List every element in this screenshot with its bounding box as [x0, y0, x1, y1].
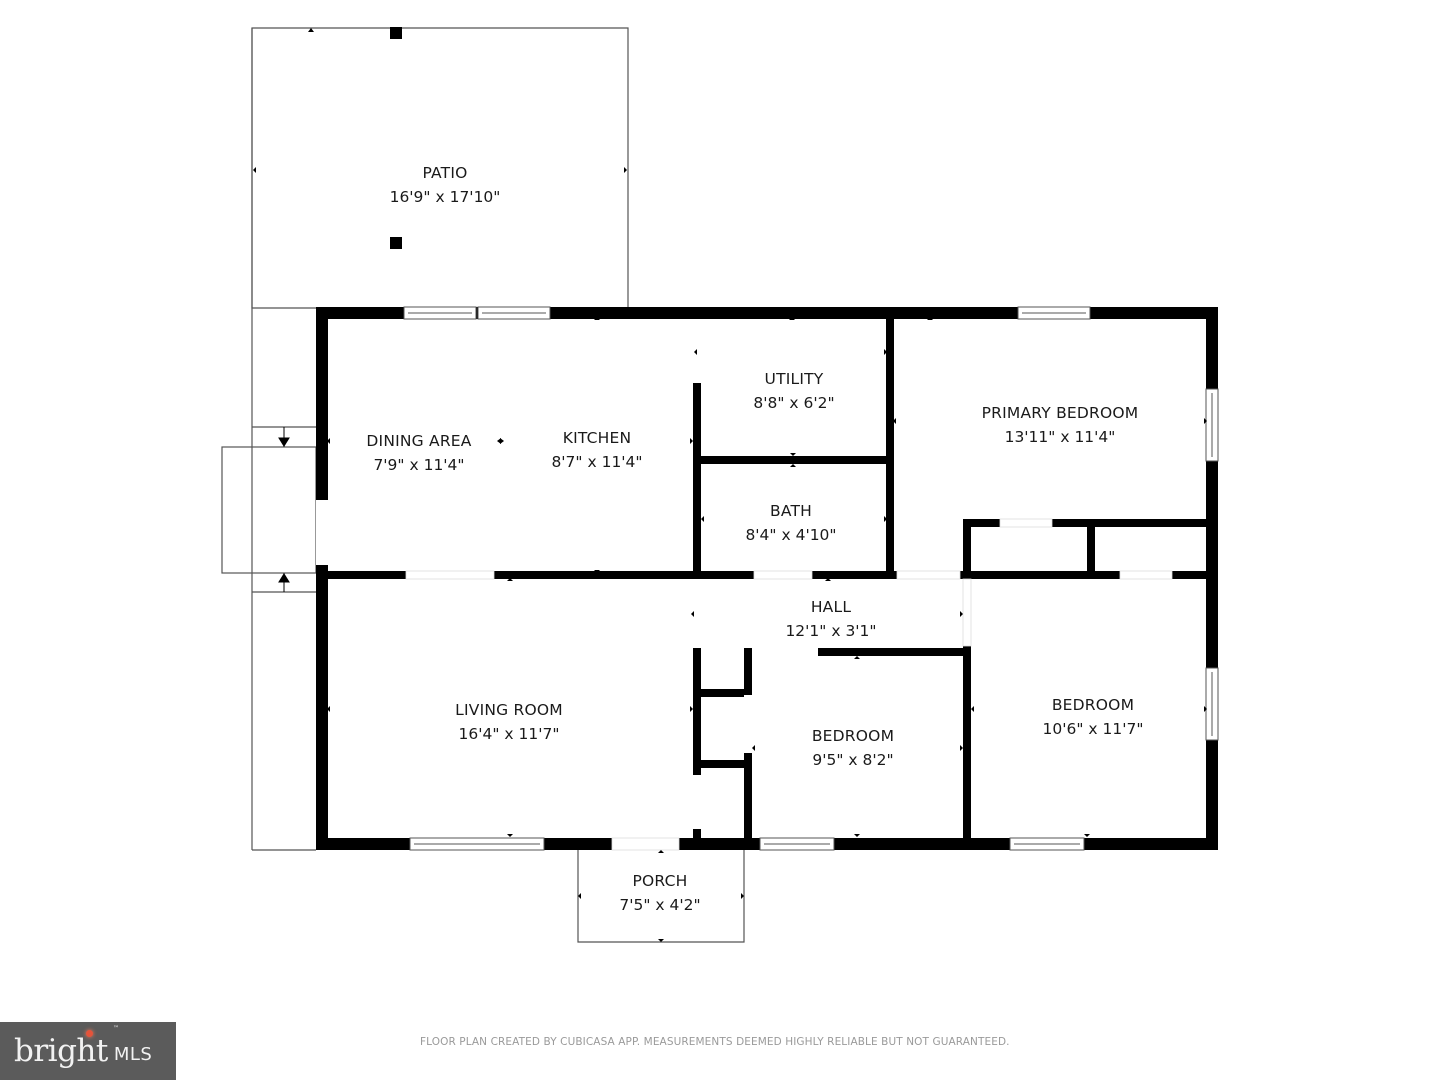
room-label-primary-bedroom: PRIMARY BEDROOM 13'11" x 11'4" [982, 401, 1139, 449]
room-label-bedroom-right: BEDROOM 10'6" x 11'7" [1043, 693, 1144, 741]
room-label-porch: PORCH 7'5" x 4'2" [619, 869, 700, 917]
logo-suffix-text: MLS [113, 1043, 153, 1065]
room-label-hall: HALL 12'1" x 3'1" [785, 595, 876, 643]
logo-brand-text: bright [14, 1033, 108, 1069]
room-name: KITCHEN [562, 429, 632, 447]
room-label-bedroom-small: BEDROOM 9'5" x 8'2" [812, 724, 894, 772]
patio-post [390, 237, 402, 249]
room-name: BEDROOM [811, 727, 895, 745]
room-label-patio: PATIO 16'9" x 17'10" [390, 161, 501, 209]
room-name: BATH [770, 502, 812, 520]
bright-mls-logo: bright ™ MLS [0, 1022, 176, 1080]
door-openings [316, 500, 1173, 851]
room-label-dining-area: DINING AREA 7'9" x 11'4" [366, 429, 471, 477]
room-dimensions: 16'9" x 17'10" [389, 188, 501, 206]
room-dimensions: 7'5" x 4'2" [619, 896, 701, 914]
room-dimensions: 12'1" x 3'1" [785, 622, 877, 640]
patio-outline [221, 27, 629, 851]
logo-spark-icon [86, 1030, 93, 1037]
room-name: PORCH [632, 872, 688, 890]
room-name: DINING AREA [366, 432, 472, 450]
step-arrows [278, 427, 290, 592]
room-label-bath: BATH 8'4" x 4'10" [745, 499, 836, 547]
patio-post [390, 27, 402, 39]
logo-trademark: ™ [113, 1025, 119, 1032]
dimension-ticks [253, 28, 1207, 942]
room-name: BEDROOM [1051, 696, 1135, 714]
room-name: PATIO [422, 164, 468, 182]
room-name: LIVING ROOM [455, 701, 563, 719]
room-dimensions: 8'7" x 11'4" [551, 453, 643, 471]
room-dimensions: 8'8" x 6'2" [753, 394, 835, 412]
room-dimensions: 16'4" x 11'7" [458, 725, 560, 743]
room-label-kitchen: KITCHEN 8'7" x 11'4" [551, 426, 642, 474]
room-dimensions: 7'9" x 11'4" [373, 456, 465, 474]
room-label-utility: UTILITY 8'8" x 6'2" [753, 367, 834, 415]
room-name: PRIMARY BEDROOM [981, 404, 1139, 422]
room-label-living-room: LIVING ROOM 16'4" x 11'7" [455, 698, 563, 746]
windows [403, 306, 1219, 851]
room-name: UTILITY [764, 370, 824, 388]
room-dimensions: 13'11" x 11'4" [1004, 428, 1116, 446]
room-dimensions: 9'5" x 8'2" [812, 751, 894, 769]
room-dimensions: 10'6" x 11'7" [1042, 720, 1144, 738]
room-dimensions: 8'4" x 4'10" [745, 526, 837, 544]
room-name: HALL [810, 598, 852, 616]
disclaimer-text: FLOOR PLAN CREATED BY CUBICASA APP. MEAS… [420, 1036, 1010, 1048]
